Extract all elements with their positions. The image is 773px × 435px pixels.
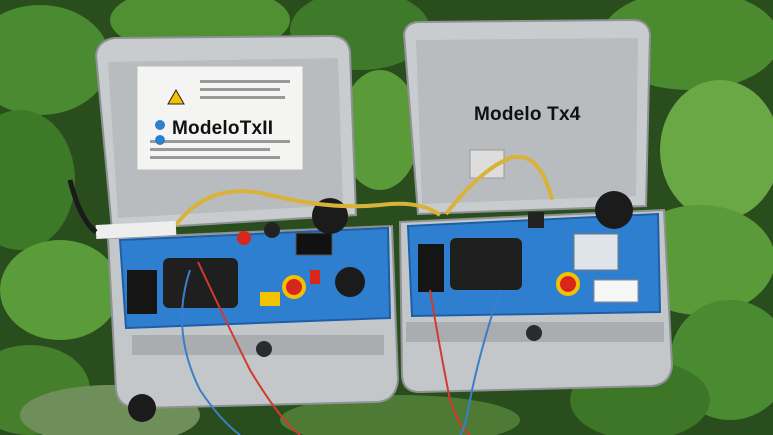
model-label-left: ModeloTxII: [172, 118, 274, 139]
knob-icon: [595, 191, 633, 229]
instruction-sheet: [136, 65, 304, 171]
cables: [67, 154, 554, 435]
right-instrument-case: [398, 18, 674, 394]
display-icon: [295, 232, 333, 256]
display-icon: [573, 233, 619, 271]
warning-icon: [167, 88, 185, 105]
battery-pack: [450, 238, 522, 290]
wheel: [128, 394, 156, 422]
power-button-icon: [282, 275, 306, 299]
power-button-icon: [556, 272, 580, 296]
battery-pack: [163, 258, 238, 308]
left-instrument-case: [94, 34, 400, 422]
connector-block: [127, 270, 157, 314]
model-label-right: Modelo Tx4: [474, 104, 581, 125]
connector-block: [418, 244, 444, 292]
